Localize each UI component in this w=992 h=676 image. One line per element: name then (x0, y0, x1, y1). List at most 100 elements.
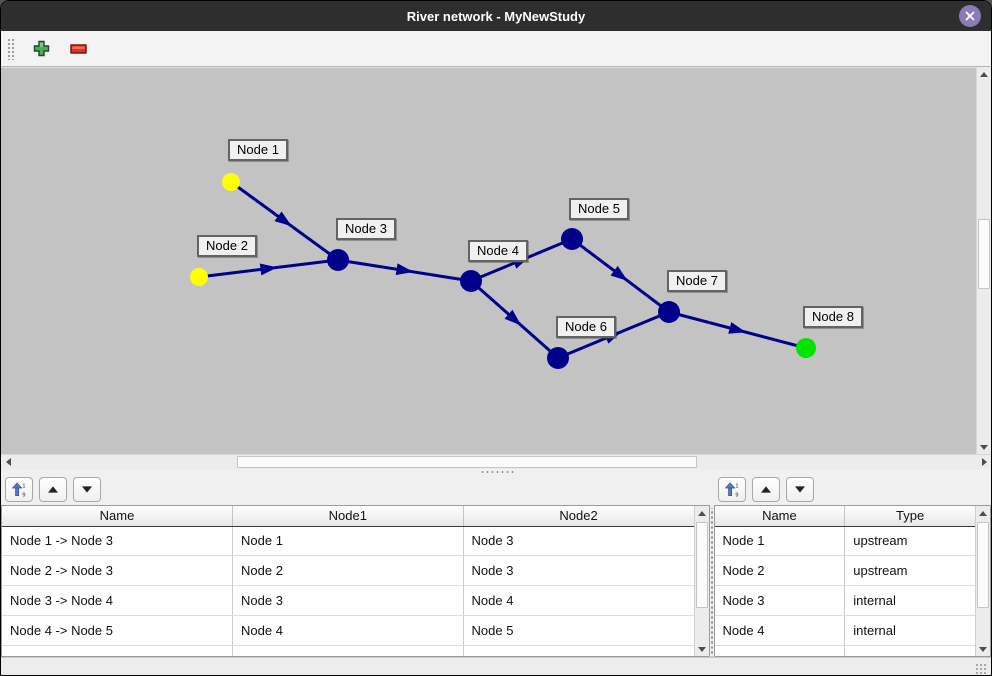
scroll-up-button[interactable] (975, 506, 990, 520)
table-cell[interactable]: upstream (844, 555, 975, 587)
table-cell[interactable]: Node 3 (714, 585, 846, 617)
arrow-left-icon (5, 458, 11, 466)
column-header[interactable]: Type (844, 506, 975, 527)
hscroll-thumb[interactable] (237, 456, 697, 468)
table-cell[interactable]: internal (844, 585, 975, 617)
panel-splitter[interactable] (709, 508, 714, 657)
scroll-up-button[interactable] (694, 506, 709, 520)
node-label: Node 4 (468, 240, 528, 262)
table-cell[interactable]: Node 1 -> Node 3 (2, 526, 234, 557)
column-header[interactable]: Name (714, 506, 846, 527)
edge-arrow-icon (259, 263, 278, 276)
scroll-down-button[interactable] (694, 642, 709, 656)
toolbar-drag-handle[interactable] (7, 37, 15, 60)
arrow-down-icon (980, 444, 989, 450)
table-cell[interactable]: Node 2 (232, 555, 464, 587)
table-cell[interactable]: Node 4 (714, 615, 846, 647)
node-label: Node 1 (228, 139, 288, 161)
pane-splitter[interactable] (1, 469, 991, 474)
vscroll-track[interactable] (977, 81, 991, 440)
nodes-scroll-track[interactable] (976, 520, 990, 642)
table-cell[interactable]: upstream (844, 526, 975, 557)
table-cell[interactable]: Node 3 -> Node 4 (2, 585, 234, 617)
canvas-hscrollbar[interactable] (1, 454, 991, 469)
node-internal[interactable] (460, 270, 482, 292)
node-upstream[interactable] (190, 268, 208, 286)
table-cell[interactable]: Node 5 (463, 615, 694, 647)
hscroll-track[interactable] (15, 455, 977, 469)
resize-grip-icon[interactable] (975, 663, 988, 675)
arrow-up-icon (48, 486, 58, 493)
table-cell[interactable]: Node 3 (232, 585, 464, 617)
close-button[interactable] (959, 5, 981, 27)
node-upstream[interactable] (222, 173, 240, 191)
scroll-left-button[interactable] (1, 455, 15, 469)
svg-text:1: 1 (22, 483, 25, 489)
table-cell[interactable]: Node 2 -> Node 3 (2, 555, 234, 587)
column-header[interactable]: Node1 (232, 506, 464, 527)
minus-icon (70, 43, 87, 54)
edges-table-scrollbar[interactable] (693, 506, 709, 656)
scroll-down-button[interactable] (977, 440, 991, 454)
arrow-down-icon (697, 646, 706, 652)
table-row-partial (2, 645, 694, 656)
arrow-up-icon (978, 510, 987, 516)
nodes-scroll-thumb[interactable] (976, 522, 989, 608)
table-cell[interactable]: internal (844, 615, 975, 647)
table-cell[interactable]: Node 3 (463, 526, 694, 557)
node-internal[interactable] (561, 228, 583, 250)
node-internal[interactable] (547, 347, 569, 369)
table-cell[interactable]: Node 1 (714, 526, 846, 557)
table-cell[interactable]: Node 2 (714, 555, 846, 587)
window-title: River network - MyNewStudy (406, 8, 586, 24)
network-svg (190, 173, 816, 369)
arrow-up-icon (980, 71, 989, 77)
column-header[interactable]: Name (2, 506, 234, 527)
edges-scroll-thumb[interactable] (695, 522, 708, 608)
node-label: Node 7 (667, 270, 727, 292)
nodes-sort-button[interactable]: 1 9 (717, 477, 746, 502)
scroll-down-button[interactable] (975, 642, 990, 656)
table-cell[interactable]: Node 4 -> Node 5 (2, 615, 234, 647)
column-header[interactable]: Node2 (463, 506, 694, 527)
svg-text:1: 1 (735, 483, 738, 489)
node-internal[interactable] (658, 301, 680, 323)
add-button[interactable] (29, 37, 53, 61)
remove-button[interactable] (67, 37, 91, 61)
scroll-right-button[interactable] (977, 455, 991, 469)
node-downstream[interactable] (796, 338, 816, 358)
table-cell[interactable]: Node 4 (463, 585, 694, 617)
table-cell[interactable]: Node 3 (463, 555, 694, 587)
nodes-table-scrollbar[interactable] (974, 506, 990, 656)
edges-move-down-button[interactable] (73, 477, 101, 502)
edges-sort-button[interactable]: 1 9 (5, 477, 33, 502)
svg-text:9: 9 (735, 492, 738, 497)
vscroll-thumb[interactable] (978, 219, 990, 289)
table-cell[interactable]: Node 4 (232, 615, 464, 647)
node-label: Node 2 (197, 235, 257, 257)
edges-scroll-track[interactable] (695, 520, 709, 642)
edges-move-up-button[interactable] (39, 477, 67, 502)
node-internal[interactable] (327, 249, 349, 271)
table-cell[interactable]: Node 1 (232, 526, 464, 557)
nodes-move-down-button[interactable] (785, 477, 814, 502)
nodes-move-up-button[interactable] (751, 477, 780, 502)
scroll-up-button[interactable] (977, 67, 991, 81)
canvas-vscrollbar[interactable] (976, 67, 991, 454)
arrow-right-icon (981, 458, 987, 466)
arrow-up-icon (697, 510, 706, 516)
